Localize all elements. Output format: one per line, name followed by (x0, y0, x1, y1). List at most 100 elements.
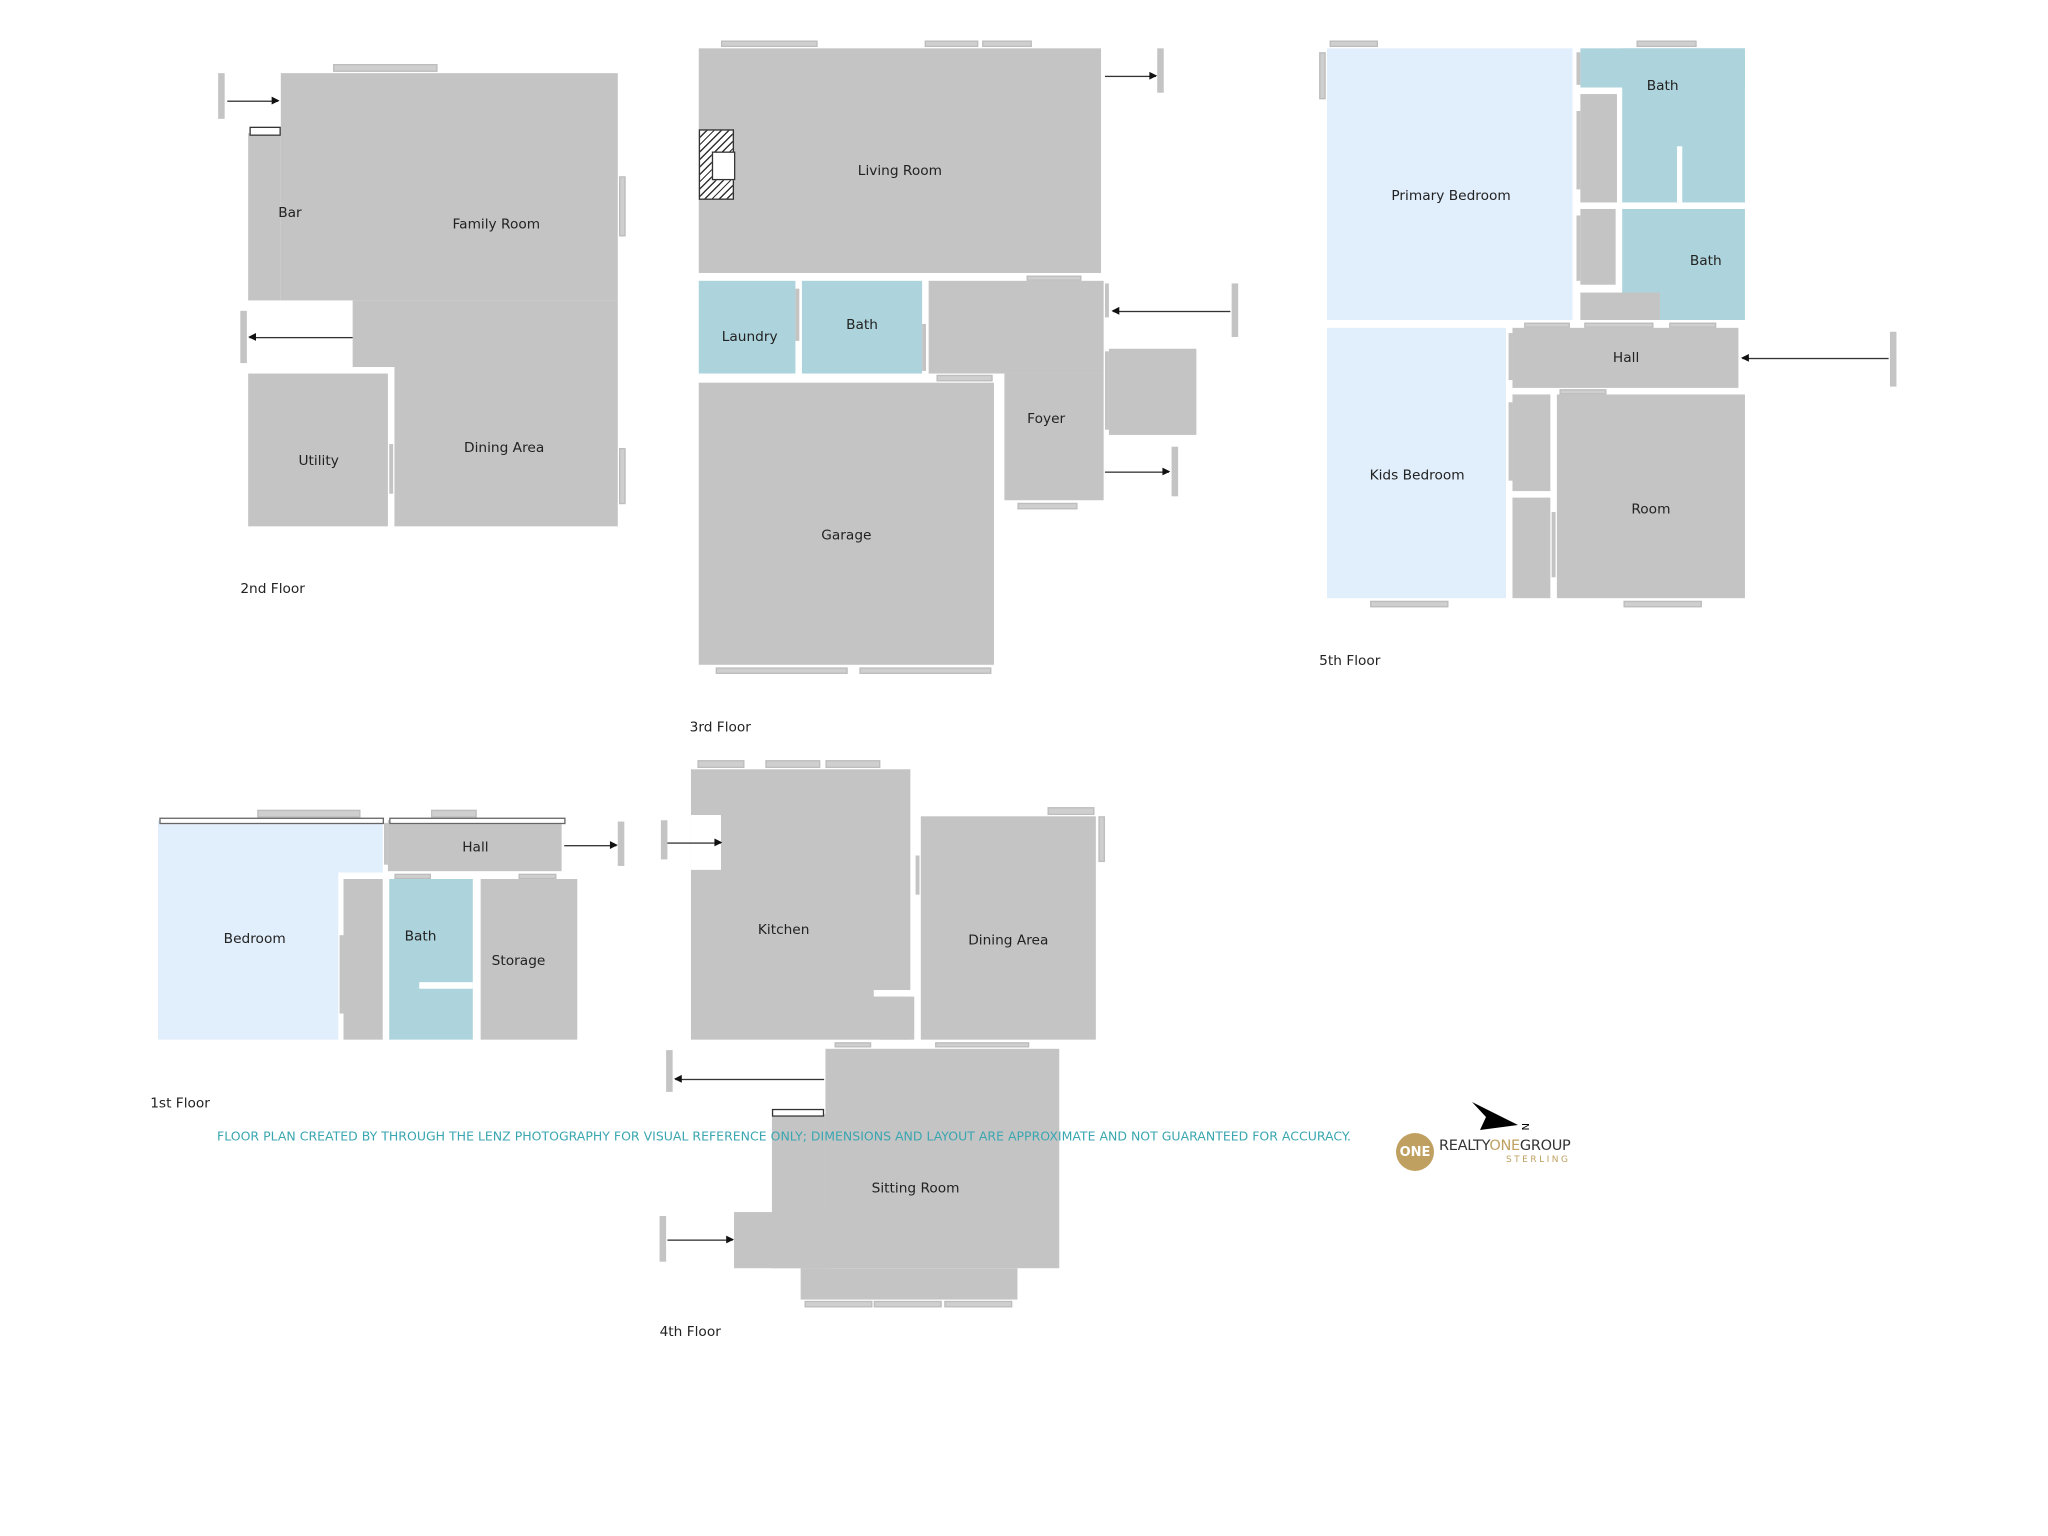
window (944, 1300, 1013, 1308)
window (1017, 502, 1078, 510)
logo-badge: ONE (1396, 1133, 1434, 1171)
room-area (1512, 497, 1551, 599)
room-area (801, 280, 923, 374)
room-label: Kitchen (757, 922, 810, 938)
window (834, 1042, 872, 1048)
door (1508, 333, 1513, 381)
brand-logo: ONE REALTYONEGROUP STERLING (1396, 1133, 1571, 1171)
room-label: Storage (491, 953, 546, 970)
door (383, 822, 388, 865)
window (1669, 322, 1717, 328)
room-area (734, 1212, 826, 1269)
door (389, 444, 394, 494)
door (922, 323, 927, 371)
window (873, 1300, 942, 1308)
disclaimer-text: FLOOR PLAN CREATED BY THROUGH THE LENZ P… (217, 1128, 1351, 1144)
room-area (698, 382, 994, 665)
window (333, 63, 438, 72)
room-label: Garage (821, 527, 872, 544)
room-area (248, 133, 281, 301)
window (1047, 807, 1095, 816)
wall-gap (873, 990, 915, 997)
window (1559, 389, 1607, 395)
entry-arrow-icon (667, 838, 723, 847)
door (1576, 111, 1581, 190)
entry-arrow-icon (1111, 306, 1231, 315)
room-area (1108, 348, 1197, 435)
room-area (1326, 48, 1573, 320)
room-label: Bedroom (223, 931, 286, 947)
room-area (920, 816, 1096, 1040)
window (1319, 52, 1326, 100)
room-label: Kids Bedroom (1369, 467, 1465, 484)
wall-gap (1677, 146, 1683, 203)
room-label: Utility (298, 453, 339, 469)
door (1576, 215, 1581, 281)
window (1636, 40, 1697, 48)
door (659, 1215, 667, 1262)
entry-arrow-icon (564, 841, 618, 849)
logo-name-c: GROUP (1519, 1138, 1571, 1155)
door (1576, 52, 1581, 85)
wall-gap (419, 982, 473, 989)
room-area (1004, 373, 1104, 501)
room-area (280, 73, 618, 301)
door (1157, 48, 1164, 93)
logo-name-b: ONE (1489, 1138, 1520, 1155)
room-area (1580, 292, 1661, 320)
room-area (690, 769, 911, 1040)
window (619, 447, 626, 505)
room-area (389, 879, 473, 1040)
door (1551, 511, 1556, 578)
room-area (1326, 327, 1506, 599)
floor-label: 3rd Floor (689, 719, 751, 736)
room-area (158, 872, 339, 1040)
room-label: Living Room (857, 163, 943, 179)
floor-label: 2nd Floor (240, 581, 305, 597)
window (394, 873, 432, 880)
window (936, 374, 993, 382)
entry-arrow-icon (1104, 71, 1158, 80)
door (1104, 351, 1109, 430)
window (1098, 816, 1105, 863)
room-area (1580, 208, 1616, 285)
bar-counter (249, 126, 281, 136)
room-area (158, 820, 383, 873)
door (1171, 446, 1179, 497)
room-area (880, 996, 915, 1040)
door (1508, 402, 1513, 481)
window (982, 40, 1032, 48)
room-label: Hall (462, 839, 489, 856)
window (859, 667, 992, 674)
north-arrow-icon: N (1472, 1102, 1530, 1130)
counter (771, 1108, 825, 1117)
room-area (800, 1268, 1018, 1300)
window (924, 40, 979, 48)
door (666, 1050, 673, 1092)
window (715, 667, 848, 674)
window (1026, 275, 1082, 281)
compass-label: N (1519, 1123, 1530, 1130)
logo-sub: STERLING (1505, 1154, 1571, 1165)
room-area (1622, 48, 1745, 203)
room-label: Bath (1689, 253, 1722, 270)
window (257, 809, 361, 818)
room-label: Room (1631, 501, 1671, 518)
room-label: Hall (1612, 350, 1640, 366)
room-area (480, 879, 578, 1040)
room-area (1580, 94, 1617, 203)
logo-name-a: REALTY (1439, 1138, 1490, 1155)
window (825, 760, 881, 768)
entry-arrow-icon (1741, 353, 1889, 362)
balcony-rail (159, 817, 384, 825)
entry-arrow-icon (673, 1074, 825, 1083)
room-area (1556, 394, 1745, 599)
room-area (698, 48, 1102, 273)
entry-arrow-icon (667, 1235, 735, 1244)
door (617, 821, 625, 866)
logo-name: REALTYONEGROUP (1439, 1138, 1571, 1155)
window (1623, 600, 1702, 608)
door (915, 855, 920, 895)
entry-arrow-icon (248, 333, 353, 341)
room-area (394, 367, 618, 527)
